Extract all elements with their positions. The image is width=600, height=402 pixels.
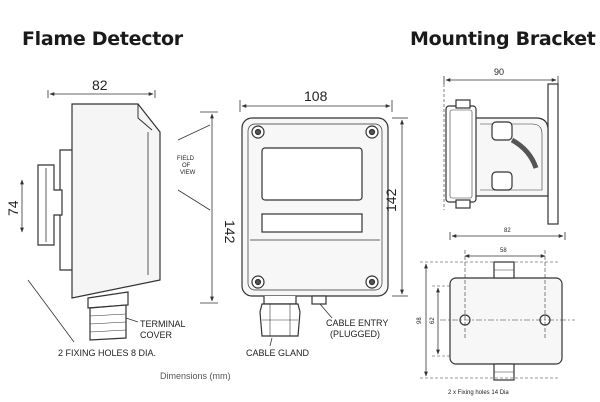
side-view [20,90,218,343]
terminal-cover-label-1: TERMINAL [140,319,186,329]
fixing-holes-label: 2 FIXING HOLES 8 DIA. [58,348,156,358]
cable-entry-label: CABLE ENTRY [326,318,388,328]
plan-height-inner-dim: 62 [430,317,436,324]
plan-height-outer-dim: 98 [417,317,423,324]
dimensions-caption: Dimensions (mm) [160,371,231,381]
fov-label-2: OF [182,163,191,169]
front-view [239,100,408,347]
plan-inner-dim: 58 [500,248,507,254]
bracket-width-dim: 90 [494,67,504,77]
cable-entry-plugged-label: (PLUGGED) [330,329,380,339]
cable-gland-label: CABLE GLAND [246,348,310,358]
mounting-bracket-title: Mounting Bracket [410,28,596,50]
flame-detector-title: Flame Detector [22,28,183,50]
terminal-cover-label-2: COVER [140,330,173,340]
front-width-dim: 108 [304,88,328,104]
side-height-dim: 142 [222,220,238,244]
fov-label-3: VIEW [180,170,196,176]
side-width-dim: 82 [92,77,108,93]
bracket-depth-dim: 74 [5,200,21,216]
bracket-plan-view [420,232,575,381]
plan-outer-dim: 82 [504,228,511,234]
bracket-side-view [443,76,559,225]
fov-label-1: FIELD [177,156,195,162]
plan-fixing-holes-label: 2 x Fixing holes 14 Dia [448,390,509,396]
front-height-dim: 142 [383,188,399,212]
